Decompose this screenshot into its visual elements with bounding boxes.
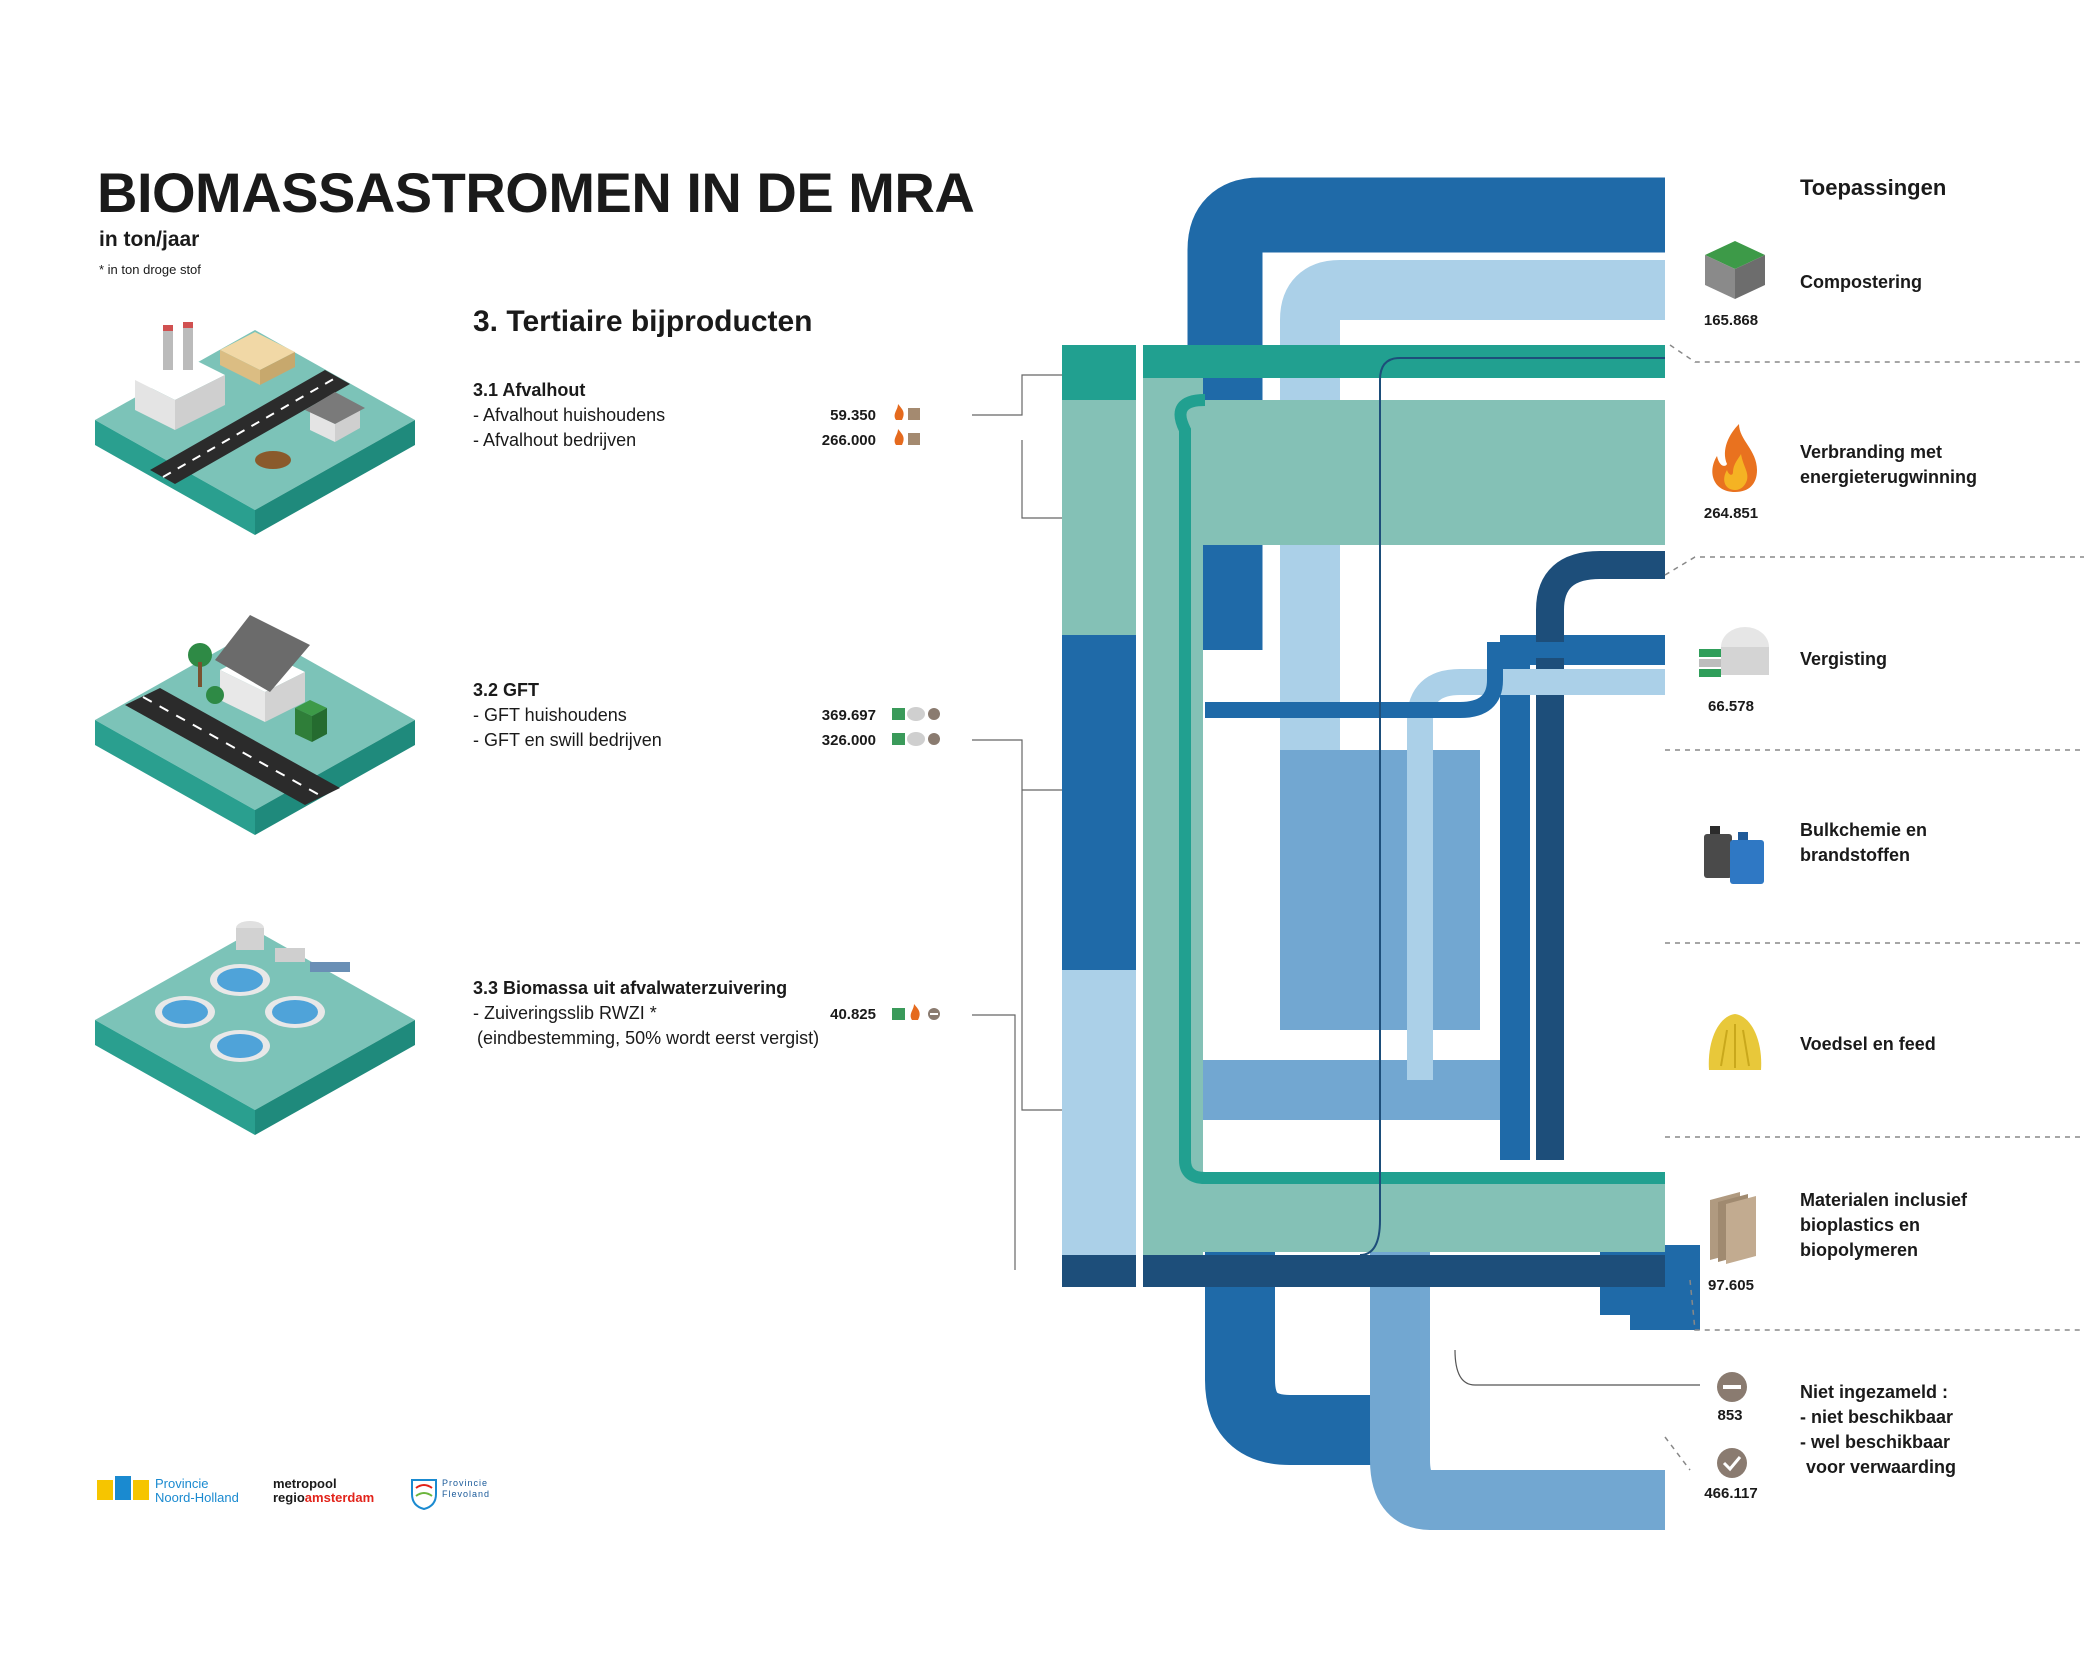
group-title-afvalhout: 3.1 Afvalhout [473, 380, 586, 400]
compost-bin-icon [892, 1008, 905, 1020]
flow-column-mint [1062, 400, 1136, 635]
afvalhout-destination-icons [894, 404, 920, 445]
fire-icon [910, 1004, 920, 1020]
item-value: 40.825 [830, 1006, 876, 1023]
source-connector-lines [972, 374, 1062, 1270]
item-label: - Afvalhout bedrijven [473, 430, 637, 450]
item-value: 326.000 [821, 732, 876, 749]
app-value-materialen: 97.605 [1708, 1277, 1754, 1294]
fire-icon [894, 429, 904, 445]
flow-band-mid-blue-lower [1203, 1060, 1503, 1120]
material-stack-icon [908, 433, 920, 445]
mra-logo: metropool regioamsterdam [273, 1476, 375, 1505]
industry-illustration [95, 322, 415, 535]
not-collected-line2: - wel beschikbaar [1800, 1432, 1951, 1452]
compost-bin-icon [892, 733, 905, 745]
flow-band-mint [1143, 400, 1665, 545]
noord-holland-logo-mark [97, 1476, 149, 1500]
material-stack-icon [1710, 1192, 1756, 1264]
material-stack-icon [908, 408, 920, 420]
household-illustration [95, 615, 415, 835]
flow-curve-teal-outline [1174, 394, 1665, 1184]
check-icon [928, 708, 940, 720]
minus-icon [928, 1008, 940, 1020]
flow-column-dark-blue [1062, 635, 1136, 970]
available-value: 466.117 [1704, 1485, 1758, 1502]
gft-destination-icons [892, 707, 940, 746]
item-value: 369.697 [821, 707, 876, 724]
hay-icon [1708, 1014, 1762, 1070]
app-value-compostering: 165.868 [1703, 312, 1759, 329]
fire-icon [1712, 424, 1757, 492]
item-value: 266.000 [821, 432, 876, 449]
item-label: - GFT huishoudens [473, 705, 627, 725]
app-label-compostering: Compostering [1800, 272, 1923, 292]
item-note: (eindbestemming, 50% wordt eerst vergist… [477, 1028, 820, 1048]
minus-icon [1717, 1372, 1747, 1402]
flow-band-mint-lower [1203, 1180, 1665, 1252]
app-label-vergisting: Vergisting [1800, 649, 1888, 669]
flow-curve-vergisting-thin [1205, 642, 1665, 718]
flow-band-teal [1143, 345, 1665, 378]
flow-band-navy [1143, 1255, 1665, 1287]
section-title: 3. Tertiaire bijproducten [473, 305, 813, 338]
flow-loop-top-dark [1187, 177, 1665, 650]
digester-icon [1699, 627, 1769, 677]
item-label: - GFT en swill bedrijven [473, 730, 662, 750]
unit-subtitle: in ton/jaar [99, 228, 200, 251]
not-collected-line1: - niet beschikbaar [1800, 1407, 1954, 1427]
application-separators [1664, 344, 2084, 1471]
digester-icon [907, 707, 925, 721]
app-value-verbranding: 264.851 [1703, 505, 1759, 522]
not-available-value: 853 [1717, 1407, 1743, 1424]
check-icon [928, 733, 940, 745]
app-label-bulkchemie: Bulkchemie en brandstoffen [1800, 820, 1928, 865]
compost-bin-icon [892, 708, 905, 720]
applications-header: Toepassingen [1800, 175, 1947, 200]
item-label: - Zuiveringsslib RWZI * [473, 1003, 657, 1023]
group-title-afvalwater: 3.3 Biomassa uit afvalwaterzuivering [473, 978, 788, 998]
not-collected-connector [1454, 1349, 1700, 1386]
flow-curve-navy [1536, 551, 1665, 1160]
dry-matter-note: * in ton droge stof [99, 262, 201, 277]
wastewater-plant-illustration [95, 921, 415, 1135]
group-title-gft: 3.2 GFT [473, 680, 540, 700]
flow-loop-bottom-mid [1370, 1250, 1665, 1530]
sludge-destination-icons [892, 1004, 940, 1020]
not-collected-line3: voor verwaarding [1806, 1457, 1957, 1477]
flow-curve-light [1407, 669, 1665, 1080]
app-label-verbranding: Verbranding met energieterugwinning [1800, 442, 1978, 487]
flow-column-light-blue [1062, 970, 1136, 1255]
not-collected-title: Niet ingezameld : [1800, 1382, 1949, 1402]
jerrycan-icon [1704, 826, 1764, 884]
flevoland-logo-mark [411, 1479, 437, 1510]
app-label-voedsel: Voedsel en feed [1800, 1034, 1936, 1054]
compost-bin-icon [1705, 241, 1765, 299]
flow-loop-top-light [1280, 260, 1665, 760]
item-value: 59.350 [830, 407, 876, 424]
item-label: - Afvalhout huishoudens [473, 405, 666, 425]
app-value-vergisting: 66.578 [1708, 698, 1754, 715]
digester-icon [907, 732, 925, 746]
flow-column-teal [1062, 345, 1136, 400]
fire-icon [894, 404, 904, 420]
app-label-materialen: Materialen inclusief bioplastics en biop… [1800, 1190, 1968, 1260]
check-icon [1717, 1448, 1747, 1478]
flow-curve-thin [1359, 357, 1665, 1256]
page-title: BIOMASSASTROMEN IN DE MRA [97, 161, 975, 224]
flow-column-navy [1062, 1255, 1136, 1287]
